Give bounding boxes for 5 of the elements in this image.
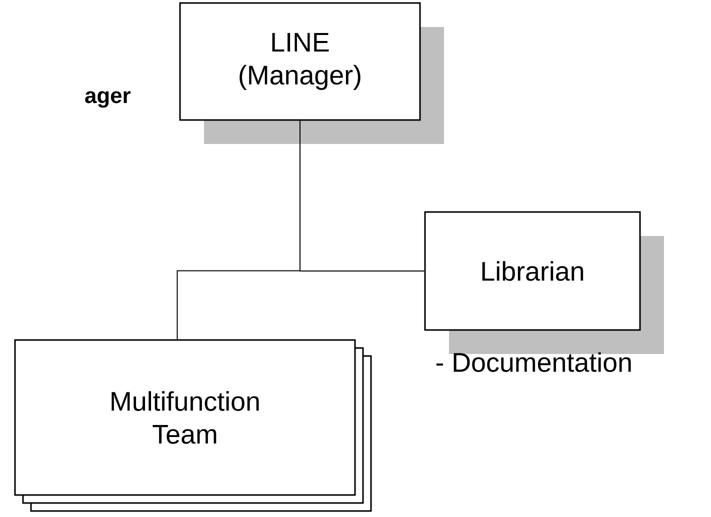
heading: ager: [85, 91, 130, 108]
note: - Documentation: [436, 352, 631, 372]
connector-line: [176, 120, 300, 340]
stacked-box: Multifunction Team: [14, 339, 372, 512]
process-box: LINE (Manager): [179, 2, 444, 144]
